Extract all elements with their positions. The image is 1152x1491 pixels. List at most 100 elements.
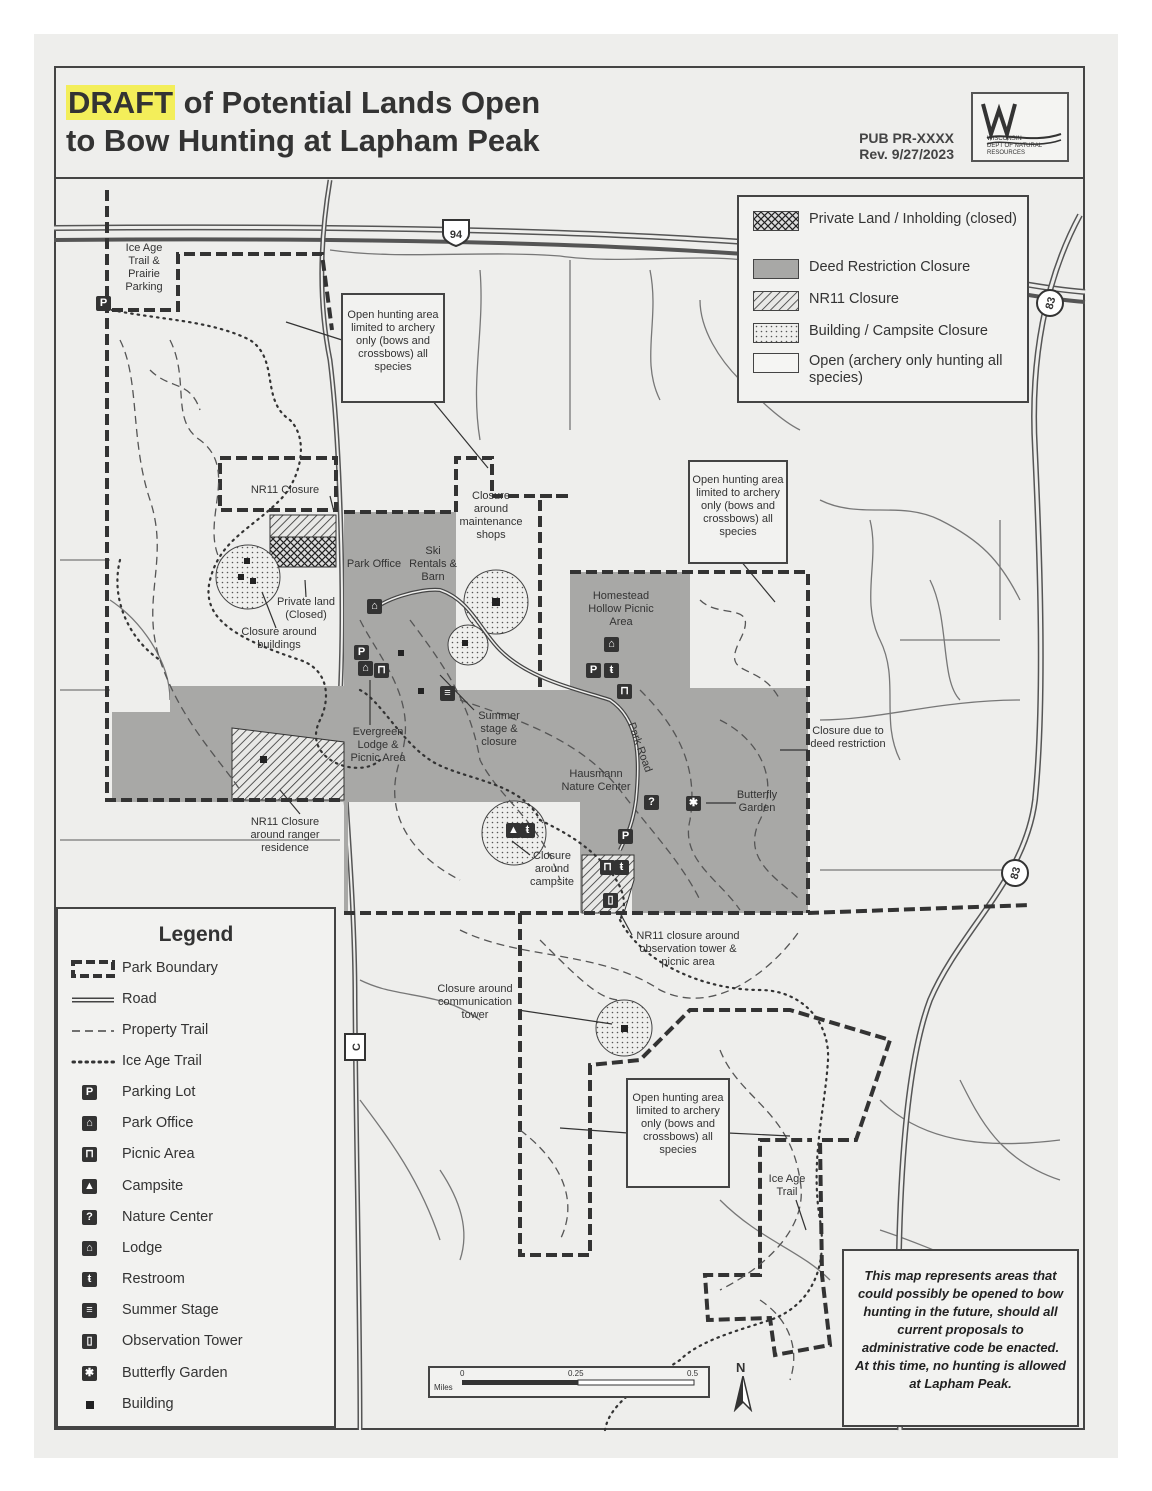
scale-bar: Miles 0 0.25 0.5 (428, 1366, 710, 1398)
label-private-land: Private land (Closed) (276, 596, 336, 621)
lodge-icon: ⌂ (358, 661, 373, 676)
parking-icon: P (82, 1085, 97, 1100)
legend-label: Summer Stage (122, 1302, 219, 1318)
key-label-open: Open (archery only hunting all species) (809, 353, 1003, 386)
legend-label: Property Trail (122, 1022, 209, 1038)
legend-label: Park Office (122, 1115, 194, 1131)
parking-icon: P (618, 829, 633, 844)
land-classification-key: Private Land / Inholding (closed) Deed R… (737, 195, 1029, 403)
disclaimer: This map represents areas that could pos… (842, 1249, 1079, 1427)
lodge-icon: ⌂ (604, 637, 619, 652)
logo-text: WISCONSIN DEPT OF NATURAL RESOURCES (987, 136, 1067, 157)
nr11-closure-area (269, 514, 337, 538)
key-label-private: Private Land / Inholding (closed) (809, 211, 1017, 227)
publication-info: PUB PR-XXXX Rev. 9/27/2023 (859, 130, 954, 162)
map-legend: Legend Park Boundary Road Property Trail… (56, 907, 336, 1428)
title-line-2: to Bow Hunting at Lapham Peak (66, 123, 540, 158)
legend-item-ice-age-trail: Ice Age Trail (70, 1050, 330, 1076)
legend-label: Observation Tower (122, 1333, 243, 1349)
shield-c-label: C (351, 1043, 363, 1051)
road-icon (72, 997, 114, 1003)
key-label-nr11: NR11 Closure (809, 291, 899, 307)
buildings (238, 558, 628, 1032)
scale-bar-graphic (462, 1379, 695, 1386)
legend-item-restroom: ŧ Restroom (70, 1268, 330, 1294)
legend-label: Parking Lot (122, 1084, 196, 1100)
revision-date: Rev. 9/27/2023 (859, 146, 954, 162)
butterfly-icon: ✱ (686, 796, 701, 811)
restroom-icon: ŧ (614, 860, 629, 875)
dnr-logo: WISCONSIN DEPT OF NATURAL RESOURCES (971, 92, 1069, 162)
restroom-icon: ŧ (82, 1272, 97, 1287)
label-ski-rentals: Ski Rentals & Barn (409, 545, 457, 583)
open-swatch-icon (753, 353, 799, 373)
park-office-icon: ⌂ (82, 1116, 97, 1131)
shield-83-bottom: 83 (1001, 859, 1029, 887)
draft-highlight: DRAFT (66, 85, 176, 120)
butterfly-icon: ✱ (82, 1366, 97, 1381)
label-homestead-hollow: Homestead Hollow Picnic Area (588, 590, 654, 628)
label-park-office: Park Office (346, 558, 402, 570)
label-butterfly: Butterfly Garden (736, 789, 778, 814)
legend-label: Road (122, 991, 157, 1007)
label-closure-deed: Closure due to deed restriction (810, 725, 886, 750)
legend-item-picnic: ⊓ Picnic Area (70, 1143, 330, 1169)
shield-94-label: 94 (450, 229, 463, 241)
summer-stage-icon: ≡ (82, 1303, 97, 1318)
scale-tick-1: 0.25 (568, 1369, 584, 1378)
legend-item-observation-tower: ▯ Observation Tower (70, 1330, 330, 1356)
legend-label: Butterfly Garden (122, 1365, 228, 1381)
label-summer-stage: Summer stage & closure (478, 710, 520, 748)
shield-83-top-label: 83 (1044, 296, 1059, 311)
nr11-ranger-area (231, 727, 345, 801)
logo-text-2: DEPT OF NATURAL RESOURCES (987, 143, 1042, 156)
legend-item-summer-stage: ≡ Summer Stage (70, 1299, 330, 1325)
leader-lines (261, 321, 808, 1231)
legend-label: Lodge (122, 1240, 163, 1256)
label-ice-age-trail: Ice Age Trail (768, 1173, 806, 1198)
scale-tick-2: 0.5 (687, 1369, 699, 1378)
map-frame (54, 66, 1085, 1430)
label-closure-comm: Closure around communication tower (437, 983, 513, 1021)
label-closure-buildings: Closure around buildings (241, 626, 317, 651)
label-evergreen-lodge: Evergreen Lodge & Picnic Area (350, 726, 406, 764)
dots-swatch-icon (753, 323, 799, 343)
map-title: DRAFT of Potential Lands Open to Bow Hun… (66, 84, 540, 160)
legend-item-campsite: ▲ Campsite (70, 1175, 330, 1201)
scale-tick-0: 0 (460, 1369, 465, 1378)
legend-item-property-trail: Property Trail (70, 1019, 330, 1045)
nature-center-icon: ? (82, 1210, 97, 1225)
title-line-1: of Potential Lands Open (175, 85, 541, 120)
callout-open-hunting-ne: Open hunting area limited to archery onl… (688, 460, 788, 564)
legend-item-building: Building (70, 1393, 330, 1419)
pub-id: PUB PR-XXXX (859, 130, 954, 146)
property-trail-icon (72, 1030, 114, 1032)
callout-open-hunting-s: Open hunting area limited to archery onl… (626, 1078, 730, 1188)
legend-label: Restroom (122, 1271, 185, 1287)
park-boundary (105, 190, 1031, 1358)
shield-c: C (344, 1033, 366, 1061)
label-nr11-ranger: NR11 Closure around ranger residence (250, 816, 320, 854)
shield-83-bottom-label: 83 (1009, 866, 1024, 881)
label-closure-maintenance: Closure around maintenance shops (459, 490, 523, 541)
campsite-icon: ▲ (82, 1179, 97, 1194)
legend-label: Ice Age Trail (122, 1053, 202, 1069)
legend-label: Building (122, 1396, 174, 1412)
legend-item-parking: P Parking Lot (70, 1081, 330, 1107)
nature-center-icon: ? (644, 795, 659, 810)
picnic-icon: ⊓ (600, 860, 615, 875)
picnic-icon: ⊓ (374, 663, 389, 678)
legend-label: Park Boundary (122, 960, 218, 976)
highway-83 (895, 213, 1083, 1431)
parking-icon: P (96, 296, 111, 311)
north-arrow-icon (733, 1376, 753, 1412)
label-nr11-closure: NR11 Closure (250, 484, 320, 496)
park-boundary-icon (71, 960, 115, 978)
label-ice-age-parking: Ice Age Trail & Prairie Parking (125, 242, 163, 293)
key-label-building: Building / Campsite Closure (809, 323, 988, 339)
parking-icon: P (586, 663, 601, 678)
shield-94: 94 (442, 219, 470, 248)
restroom-icon: ŧ (520, 823, 535, 838)
legend-label: Nature Center (122, 1209, 214, 1225)
gray-swatch-icon (753, 259, 799, 279)
